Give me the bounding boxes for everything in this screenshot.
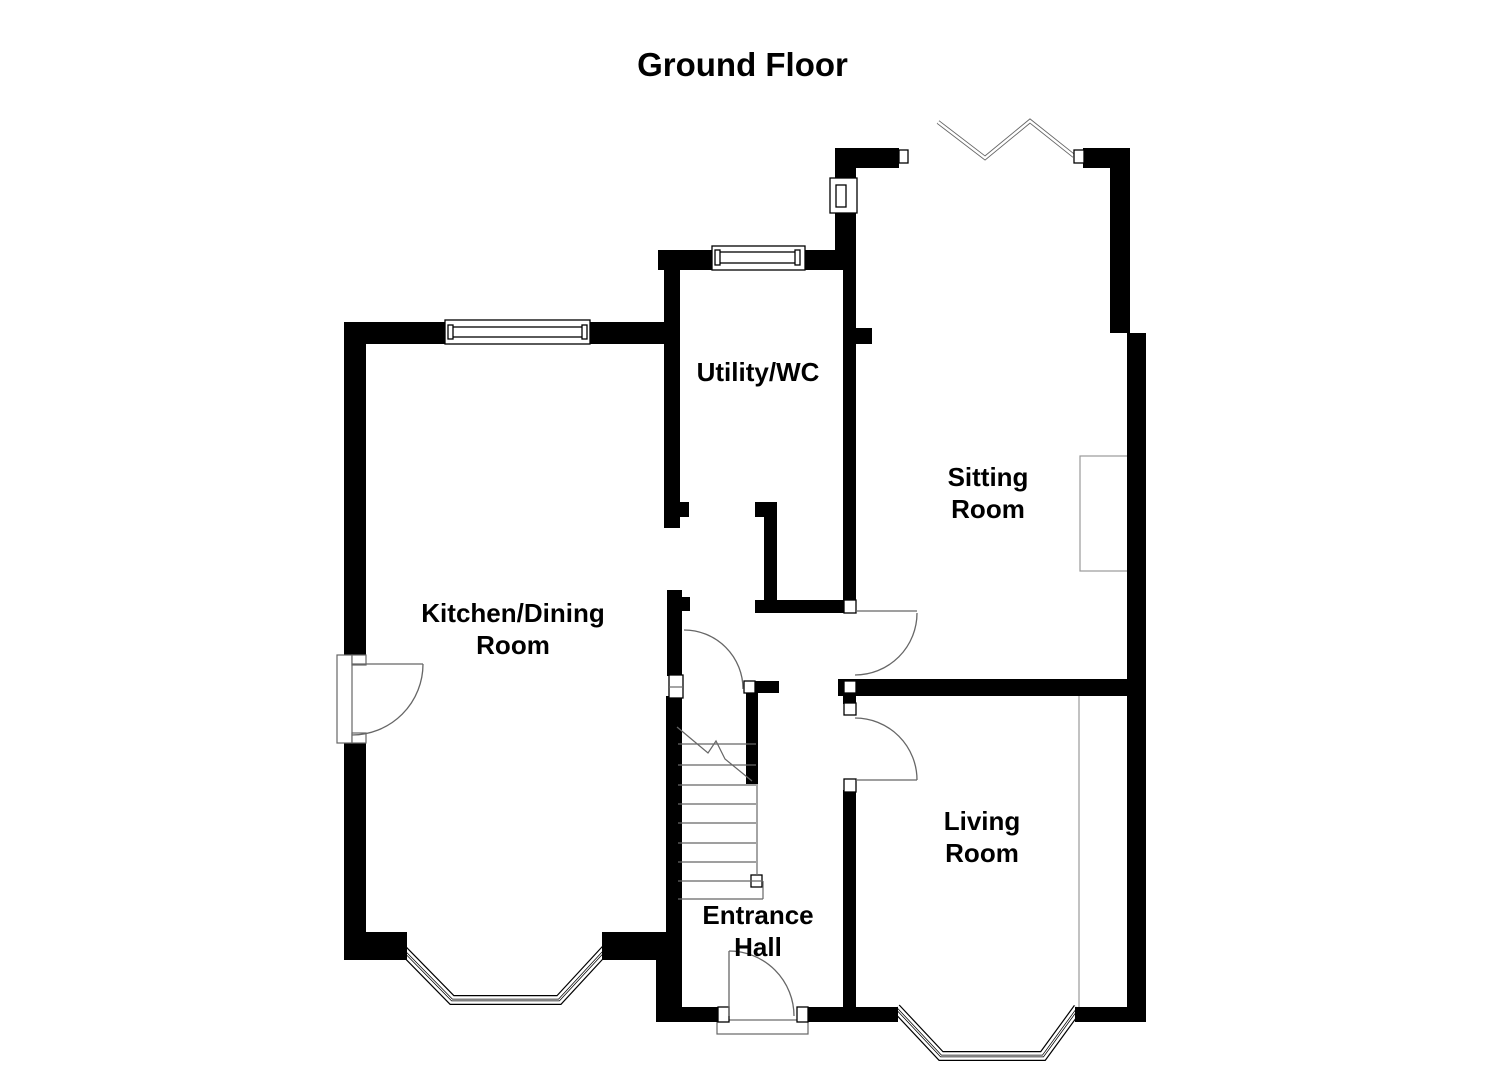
wall-wc-cap bbox=[755, 502, 777, 517]
wall-sitting-left-interior bbox=[843, 270, 856, 601]
stairs bbox=[676, 726, 764, 900]
room-label-living-room: Living Room bbox=[943, 806, 1021, 868]
room-label-utility-wc: Utility/WC bbox=[696, 357, 820, 387]
wall-kitchen-left-lower bbox=[344, 742, 366, 942]
jamb-front-door-left bbox=[717, 1006, 730, 1023]
fireplace bbox=[1079, 455, 1129, 572]
window-sitting-side bbox=[829, 177, 858, 214]
wall-kitchen-top-right bbox=[588, 322, 680, 344]
window-kitchen-top bbox=[444, 319, 591, 345]
wall-sitting-top-left bbox=[835, 148, 899, 168]
jamb-zigzag-left bbox=[898, 149, 909, 164]
wall-hall-left-lower bbox=[666, 696, 682, 1022]
wall-wc-middle bbox=[764, 515, 777, 613]
door-front bbox=[728, 950, 795, 1017]
wall-kitchen-top-left bbox=[344, 322, 448, 344]
jamb-zigzag-right bbox=[1073, 149, 1085, 164]
wall-sitting-right-upper bbox=[1110, 148, 1130, 333]
wall-stairs-right bbox=[746, 692, 758, 784]
wall-jambs bbox=[668, 149, 1085, 1023]
open-boundary-zigzag-icon bbox=[936, 118, 1076, 161]
jamb-living-door-top bbox=[843, 702, 857, 716]
door-living-room bbox=[854, 717, 918, 781]
wall-hall-left-jog bbox=[656, 958, 672, 1022]
window-utility-top bbox=[711, 245, 806, 271]
bay-window-living bbox=[892, 1004, 1083, 1061]
room-label-entrance-hall: Entrance Hall bbox=[702, 900, 814, 962]
door-sitting-room bbox=[854, 610, 918, 676]
jamb-living-door-bottom bbox=[843, 778, 857, 793]
jamb-front-door-right bbox=[796, 1006, 809, 1023]
wall-utility-left bbox=[664, 250, 680, 528]
wall-kitchen-bottom-left bbox=[344, 932, 407, 960]
wall-hall-bottom-right bbox=[808, 1007, 844, 1022]
door-utility-corridor bbox=[683, 629, 744, 690]
floorplan-title: Ground Floor bbox=[637, 46, 848, 83]
wall-stub-corridor-door bbox=[755, 681, 779, 693]
wall-hall-living-divider bbox=[843, 790, 856, 1008]
room-label-kitchen-dining: Kitchen/Dining Room bbox=[421, 598, 605, 660]
wall-stub-utility bbox=[680, 502, 689, 517]
walls bbox=[344, 148, 1146, 1022]
wall-kitchen-bottom-right bbox=[602, 932, 672, 960]
wall-utility-top-left bbox=[658, 250, 714, 270]
wall-stub-hall bbox=[682, 597, 690, 611]
wall-jamb-chunk bbox=[843, 692, 856, 704]
wall-stub-sitting bbox=[845, 328, 872, 344]
room-label-sitting-room: Sitting Room bbox=[947, 462, 1029, 524]
stairs-break-line bbox=[676, 726, 753, 782]
wall-living-bottom-left bbox=[844, 1007, 898, 1022]
wall-corridor-bottom bbox=[755, 600, 844, 613]
wall-hall-bottom-left bbox=[656, 1007, 718, 1022]
wall-kitchen-left-upper bbox=[344, 322, 366, 656]
bay-window-kitchen bbox=[397, 944, 611, 1005]
wall-sitting-living-divider bbox=[838, 679, 1144, 696]
jamb-corridor-door-right bbox=[743, 680, 756, 694]
jamb-sitting-door-top bbox=[843, 599, 857, 614]
wall-hall-left-upper bbox=[667, 590, 682, 676]
front-door-threshold bbox=[716, 1019, 809, 1035]
door-kitchen-side bbox=[336, 654, 424, 744]
wall-right-lower bbox=[1127, 333, 1146, 1022]
jamb-divider-top bbox=[843, 680, 857, 694]
wall-living-bottom-right bbox=[1075, 1007, 1146, 1022]
